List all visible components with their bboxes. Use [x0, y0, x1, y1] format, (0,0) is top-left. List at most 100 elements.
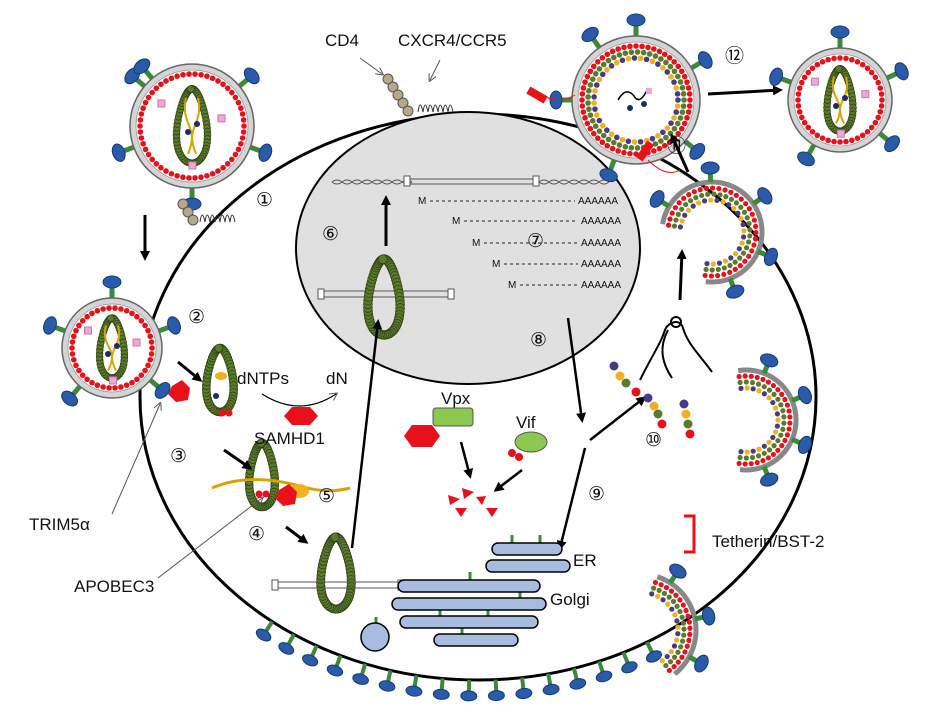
env-glycoprotein — [621, 661, 638, 674]
capsid-core — [201, 343, 239, 417]
step-6: ⑥ — [322, 223, 339, 245]
endoplasmic-reticulum — [485, 542, 571, 573]
samhd1-label: SAMHD1 — [254, 429, 325, 448]
env-glycoprotein — [830, 25, 850, 39]
env-stalk — [412, 674, 419, 688]
packaged-protein — [225, 409, 233, 417]
env-glycoprotein — [797, 435, 812, 455]
apobec3-protein — [275, 484, 297, 506]
env-stalk — [520, 677, 526, 690]
env-glycoprotein — [797, 385, 812, 405]
arrow-release — [670, 133, 690, 173]
tetherin-bud-1 — [526, 86, 548, 104]
env-glycoprotein — [352, 673, 369, 685]
viral-transcripts: M AAAAAA M AAAAAA M AAAAAA M AAAAAA M AA… — [418, 196, 621, 291]
env-glycoprotein — [581, 26, 599, 43]
arrow-assembly — [589, 396, 647, 441]
env-glycoprotein — [701, 606, 716, 626]
arrow-uncoating — [177, 360, 203, 382]
vpx-protein — [432, 407, 474, 427]
apobec3-vif-target — [515, 453, 523, 461]
coreceptor-loops — [417, 104, 454, 113]
env-glycoprotein — [542, 683, 560, 696]
dntps-label: dNTPs — [237, 369, 289, 388]
env-glycoprotein — [432, 688, 450, 700]
env-glycoprotein — [599, 168, 618, 183]
capsid-core — [172, 85, 212, 167]
integrated-provirus — [331, 175, 610, 187]
env-glycoprotein — [894, 62, 909, 81]
gag-bead — [649, 401, 659, 411]
capsid-core — [244, 438, 280, 512]
vif-protein — [514, 431, 548, 453]
tetherin-bud-2 — [635, 140, 655, 162]
transcript-tail: AAAAAA — [578, 196, 618, 207]
step-8: ⑧ — [530, 329, 547, 351]
env-glycoprotein — [154, 382, 171, 399]
step-3: ③ — [170, 445, 187, 467]
step-9: ⑨ — [588, 483, 605, 505]
tetherin-label: Tetherin/BST-2 — [712, 532, 824, 551]
env-glycoprotein — [569, 678, 587, 690]
trim5a-label: TRIM5α — [29, 515, 90, 534]
env-glycoprotein — [515, 687, 533, 700]
env-glycoprotein — [757, 187, 773, 205]
rt-enzyme — [215, 372, 227, 380]
env-glycoprotein — [326, 664, 344, 677]
step-5: ⑤ — [318, 485, 335, 507]
gag-bead — [685, 429, 695, 439]
env-stalk — [546, 673, 553, 686]
transcript-tail: AAAAAA — [581, 280, 621, 291]
env-glycoprotein — [405, 685, 423, 697]
env-glycoprotein — [255, 628, 272, 642]
env-glycoprotein — [763, 247, 778, 267]
env-glycoprotein — [487, 690, 505, 702]
env-glycoprotein — [102, 275, 122, 289]
env-glycoprotein — [797, 151, 815, 167]
env-stalk — [645, 641, 655, 654]
tetherin-marker — [684, 514, 696, 554]
packaged-protein — [218, 409, 226, 417]
apobec3-packaged — [255, 490, 263, 498]
env-stalk — [572, 667, 579, 681]
gag-bead — [679, 399, 689, 409]
env-glycoprotein — [460, 690, 478, 702]
arrow-to-bud — [676, 249, 687, 301]
transcript-cap: M — [418, 196, 426, 207]
capsid-core — [363, 254, 405, 340]
env-stalk — [597, 660, 605, 674]
step-2: ② — [188, 306, 205, 328]
env-glycoprotein — [133, 58, 151, 75]
step-1: ① — [256, 189, 273, 211]
er-label: ER — [573, 551, 597, 570]
env-glycoprotein — [884, 135, 900, 153]
gag-bead — [683, 419, 693, 429]
arrow-export — [566, 317, 587, 423]
capsid-core — [316, 532, 356, 614]
apobec3-label: APOBEC3 — [74, 577, 154, 596]
gag-bead — [621, 378, 631, 388]
arrow-maturation — [707, 85, 783, 96]
env-stalk — [439, 678, 445, 691]
transcript-tail: AAAAAA — [581, 238, 621, 249]
apobec3-vif-target — [508, 449, 516, 457]
integrase — [213, 393, 219, 399]
cd4-receptor-bound — [177, 198, 199, 226]
coreceptor-bound — [199, 214, 236, 223]
env-glycoprotein — [626, 13, 646, 27]
cd4-receptor — [382, 73, 414, 117]
env-glycoprotein — [760, 472, 779, 487]
env-glycoprotein — [697, 51, 713, 69]
transcript-tail: AAAAAA — [581, 216, 621, 227]
step-12: ⑫ — [725, 45, 744, 67]
gag-bead — [615, 371, 625, 381]
env-glycoprotein — [694, 654, 709, 673]
samhd1-protein — [284, 407, 318, 425]
env-glycoprotein — [760, 353, 779, 368]
env-glycoprotein — [111, 143, 126, 162]
golgi-apparatus — [391, 579, 547, 647]
env-glycoprotein — [669, 563, 687, 579]
gag-bead — [657, 419, 667, 429]
